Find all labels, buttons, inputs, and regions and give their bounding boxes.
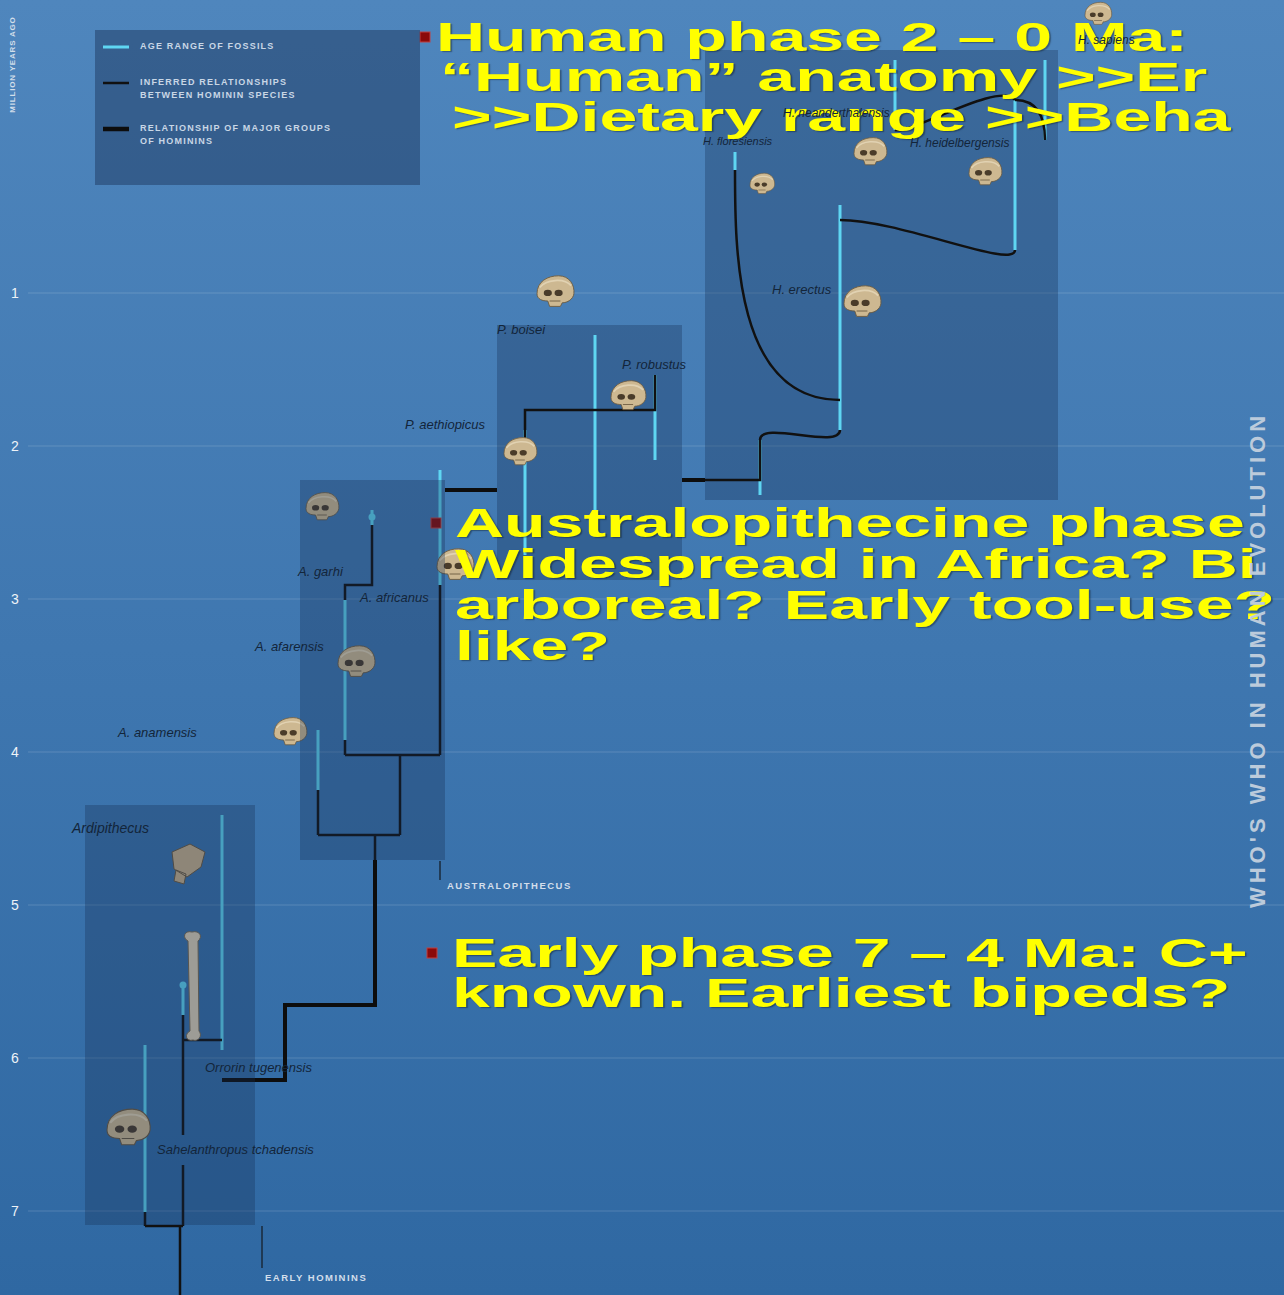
species-label: H. sapiens: [1078, 33, 1135, 47]
species-label: H. neanderthalensis: [783, 106, 890, 120]
species-label: Ardipithecus: [72, 820, 149, 837]
legend-text: INFERRED RELATIONSHIPS BETWEEN HOMININ S…: [140, 76, 340, 102]
axis-tick-label: 7: [11, 1203, 19, 1219]
bullet-text: known. Earliest bipeds?: [452, 971, 1230, 1015]
species-label: P. aethiopicus: [405, 417, 485, 433]
species-label: Sahelanthropus tchadensis: [157, 1142, 314, 1158]
bullet-text: Australopithecine phase: [455, 501, 1245, 545]
axis-tick-label: 1: [11, 285, 19, 301]
species-label: A. anamensis: [118, 725, 197, 741]
species-label: H. heidelbergensis: [910, 136, 1009, 150]
group-label: AUSTRALOPITHECUS: [447, 880, 572, 891]
legend-line-sample: [103, 42, 129, 52]
legend-box: AGE RANGE OF FOSSILS INFERRED RELATIONSHI…: [95, 30, 420, 185]
bullet-text: arboreal? Early tool-use?: [455, 583, 1275, 627]
species-label: A. garhi: [298, 564, 343, 580]
species-label: A. afarensis: [255, 639, 324, 655]
vertical-title: WHO'S WHO IN HUMAN EVOLUTION: [1245, 412, 1271, 908]
species-label: P. robustus: [622, 357, 686, 373]
legend-line-sample: [103, 78, 129, 88]
group-label: EARLY HOMININS: [265, 1272, 367, 1283]
bullet-text: Widespread in Africa? Bi: [455, 542, 1257, 586]
axis-tick-label: 2: [11, 438, 19, 454]
group-box: EARLY HOMININS: [85, 805, 255, 1225]
axis-tick-label: 6: [11, 1050, 19, 1066]
legend-text: AGE RANGE OF FOSSILS: [140, 40, 340, 53]
bullet-text: “Human” anatomy >>Er: [440, 55, 1207, 99]
species-label: A. africanus: [360, 590, 429, 606]
legend-text: RELATIONSHIP OF MAJOR GROUPS OF HOMININS: [140, 122, 340, 148]
axis-tick-label: 4: [11, 744, 19, 760]
group-box: AUSTRALOPITHECUS: [300, 480, 445, 860]
species-label: P. boisei: [497, 322, 545, 338]
species-label: H. floresiensis: [703, 135, 772, 148]
bullet-text: Human phase 2 – 0 Ma:: [436, 15, 1188, 59]
axis-tick-label: 5: [11, 897, 19, 913]
bullet-text: Early phase 7 – 4 Ma: C+: [452, 931, 1248, 975]
species-label: H. erectus: [772, 282, 831, 298]
bullet-text: like?: [455, 624, 610, 668]
axis-title: MILLION YEARS AGO: [8, 16, 17, 112]
species-label: Orrorin tugenensis: [205, 1060, 312, 1076]
axis-tick-label: 3: [11, 591, 19, 607]
legend-line-sample: [103, 124, 129, 134]
